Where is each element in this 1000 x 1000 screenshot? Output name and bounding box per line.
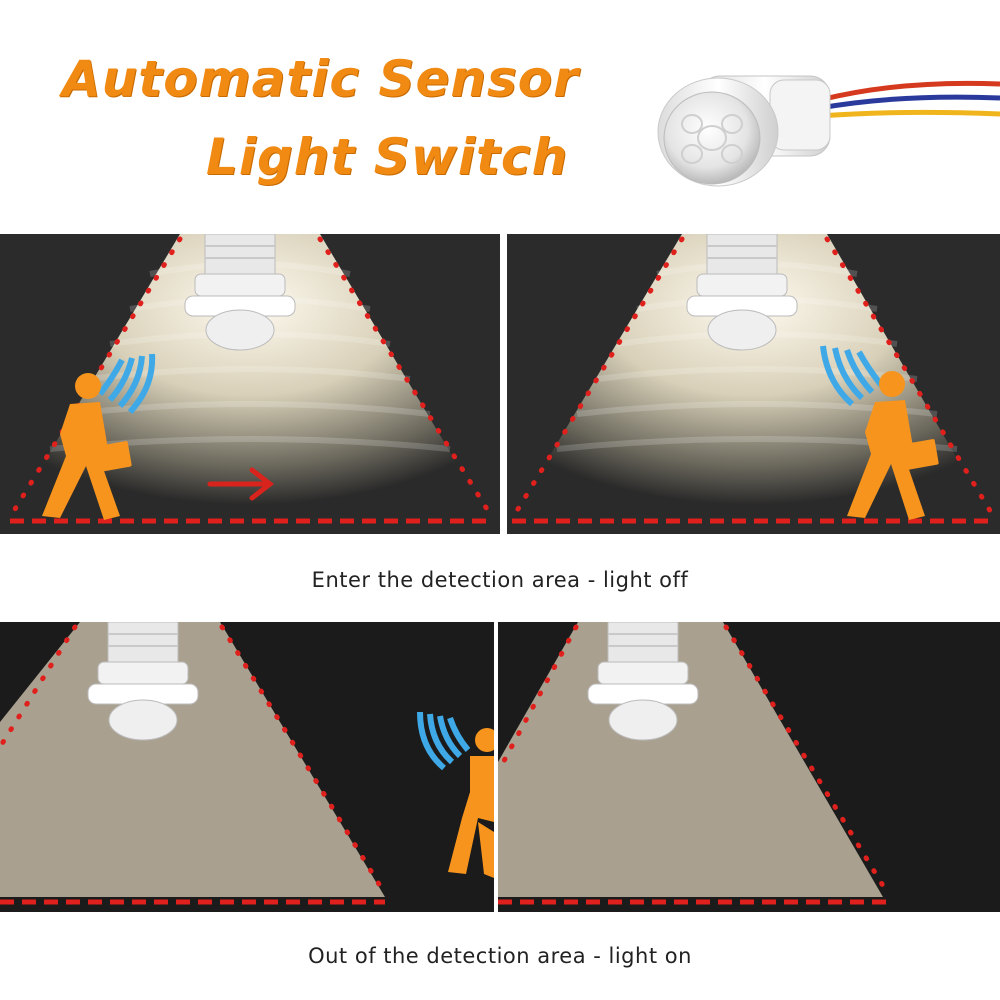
signal-wave-icon xyxy=(97,353,156,415)
ceiling-sensor-icon xyxy=(686,234,798,351)
title-line-1: Automatic Sensor xyxy=(62,50,579,108)
ceiling-sensor-icon xyxy=(184,234,296,351)
caption-enter: Enter the detection area - light off xyxy=(311,568,689,592)
scene-enter-right xyxy=(507,234,1000,534)
detection-boundary xyxy=(9,236,493,524)
caption-exit: Out of the detection area - light on xyxy=(308,944,692,968)
detection-boundary xyxy=(0,624,388,905)
sensor-device-icon xyxy=(640,40,1000,204)
title-line-2: Light Switch xyxy=(206,128,569,186)
detection-boundary xyxy=(498,624,891,905)
detection-boundary xyxy=(512,236,995,524)
ceiling-sensor-icon xyxy=(87,622,199,741)
scene-exit-right xyxy=(498,622,1000,912)
arrow-right-icon xyxy=(207,467,275,501)
ceiling-sensor-icon xyxy=(587,622,699,741)
scene-enter-left xyxy=(0,234,500,534)
scene-exit-left xyxy=(0,622,494,912)
person-walking-icon xyxy=(847,371,939,520)
person-walking-icon xyxy=(42,373,132,520)
person-walking-icon xyxy=(448,728,494,878)
signal-wave-icon xyxy=(417,711,471,771)
